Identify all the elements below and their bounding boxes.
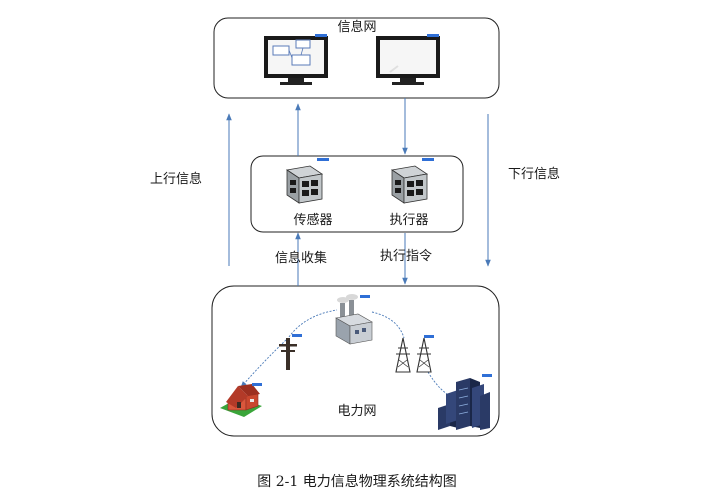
downlink-label: 下行信息 (508, 166, 560, 182)
actuator-label: 执行器 (389, 213, 428, 228)
info-network-label: 信息网 (337, 19, 376, 35)
badge-icon (315, 34, 327, 37)
badge-icon (252, 383, 262, 386)
badge-icon (424, 335, 434, 338)
city-buildings-icon (438, 374, 492, 430)
badge-icon (427, 34, 439, 37)
grid-link (288, 309, 338, 338)
power-grid-box (211, 285, 500, 437)
transmission-tower-icon (395, 335, 434, 373)
badge-icon (317, 158, 329, 161)
device-box (250, 155, 464, 233)
sensor-label: 传感器 (293, 212, 332, 228)
grid-link (427, 371, 455, 399)
power-plant-icon (335, 294, 373, 345)
badge-icon (482, 374, 492, 377)
power-grid-label: 电力网 (337, 404, 376, 419)
badge-icon (292, 334, 302, 337)
info-network-box: 信息网 (213, 17, 500, 99)
collect-label: 信息收集 (275, 250, 327, 266)
badge-icon (422, 158, 434, 161)
actuator-icon (390, 158, 434, 204)
monitor-icon (376, 34, 440, 85)
monitor-icon (264, 34, 328, 85)
figure-caption: 图 2-1 电力信息物理系统结构图 (257, 473, 456, 490)
utility-pole-icon (279, 334, 302, 370)
uplink-label: 上行信息 (150, 171, 202, 187)
grid-link (371, 311, 405, 339)
sensor-icon (285, 158, 329, 204)
command-label: 执行指令 (380, 249, 432, 264)
house-icon (220, 383, 262, 417)
badge-icon (360, 295, 370, 298)
